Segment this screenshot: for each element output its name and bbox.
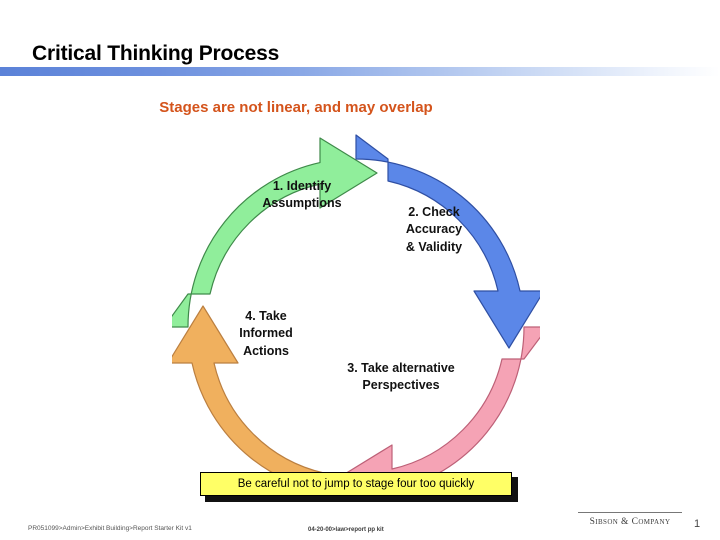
footer-code-text: 04-20-00>law>report pp kit xyxy=(308,527,384,533)
title-underline-bar xyxy=(0,67,720,76)
subtitle: Stages are not linear, and may overlap xyxy=(159,99,433,116)
callout-text: Be careful not to jump to stage four too… xyxy=(237,478,475,490)
cycle-center-hub xyxy=(298,269,414,385)
page-title: Critical Thinking Process xyxy=(32,42,280,65)
cycle-arrow-stage-3[interactable] xyxy=(334,326,540,480)
company-logo-text: Sibson & Company xyxy=(589,517,671,527)
logo-divider-rule xyxy=(578,512,682,513)
callout-note: Be careful not to jump to stage four too… xyxy=(200,472,518,502)
company-logo: Sibson & Company xyxy=(578,512,682,527)
cycle-arrow-stage-2[interactable] xyxy=(355,134,540,349)
page-number: 1 xyxy=(694,518,701,530)
footer-path-text: PR051099>Admin>Exhibit Building>Report S… xyxy=(28,525,192,532)
callout-box: Be careful not to jump to stage four too… xyxy=(200,472,512,496)
critical-thinking-cycle-diagram: 1. Identify Assumptions 2. Check Accurac… xyxy=(172,132,540,480)
cycle-arrow-stage-1[interactable] xyxy=(172,137,378,328)
